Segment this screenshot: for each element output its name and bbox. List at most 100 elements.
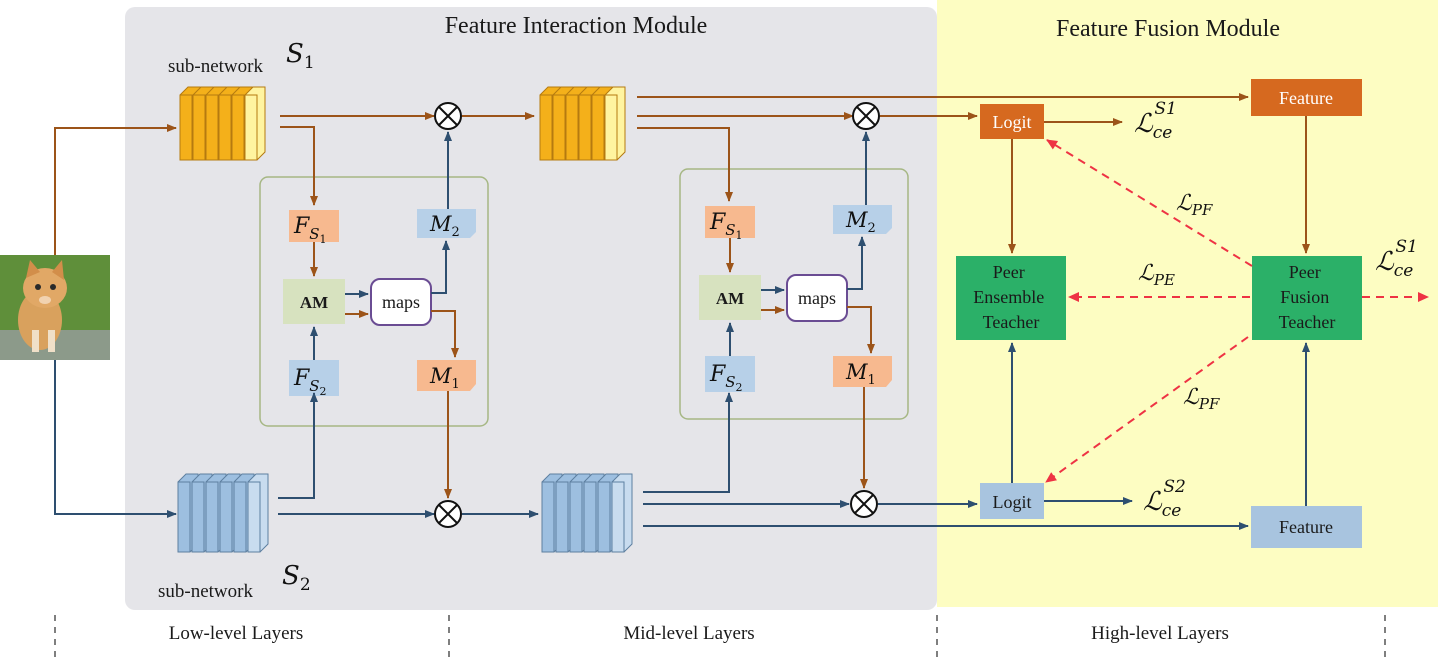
maps-label: maps: [798, 288, 836, 308]
layer-face: [541, 481, 555, 553]
maps-box: [786, 274, 848, 322]
layer-face: [205, 481, 219, 553]
layer-face: [218, 94, 232, 161]
am-box: [699, 275, 761, 320]
attention-frame-low: [259, 176, 489, 427]
attention-frame-mid: [679, 168, 909, 420]
m1-label: M1: [429, 364, 460, 392]
maps-label: maps: [382, 292, 420, 312]
dashed-arrow-icon: [1046, 139, 1253, 267]
m1-box: [833, 356, 892, 387]
f-s2-box: [289, 360, 339, 396]
peer-fusion-teacher-box: [1252, 256, 1362, 340]
s1-to-fs1-low: [280, 126, 318, 206]
low-level-label: Low-level Layers: [169, 623, 304, 644]
logit-bottom-label: Logit: [993, 492, 1032, 512]
layer-face: [179, 94, 193, 161]
layer-face: [192, 94, 206, 161]
subnet-s1-symbol: S1: [286, 39, 315, 73]
layer-face: [611, 481, 625, 553]
layer-face: [604, 94, 618, 161]
fusion-module-title: Feature Fusion Module: [1056, 16, 1280, 42]
am-label: AM: [716, 289, 744, 308]
f-s2-box: [705, 356, 755, 392]
am-box: [283, 279, 345, 324]
m2-box: [833, 205, 892, 234]
m1-box: [417, 360, 476, 391]
logit-bottom-box: [980, 483, 1044, 519]
layer-face: [591, 94, 605, 161]
subnet-s2-label: sub-network: [158, 581, 253, 602]
layer-face: [177, 481, 191, 553]
loss-pf-top: ℒPF: [1176, 191, 1213, 219]
layer-face: [233, 481, 247, 553]
mid-level-label: Mid-level Layers: [623, 623, 754, 644]
loss-ce-s1-top: ℒceS1: [1134, 99, 1177, 143]
subnet-s1-low-stack: [179, 86, 266, 161]
layer-face: [205, 94, 219, 161]
layer-face: [569, 481, 583, 553]
peer-ensemble-teacher-box: [956, 256, 1066, 340]
f-s2-label: FS2: [293, 366, 327, 398]
maps-to-m1-arrow: [847, 306, 875, 354]
subnet-s2-symbol: S2: [282, 561, 311, 595]
m2-box: [417, 209, 476, 238]
f-s2-label: FS2: [709, 362, 743, 394]
maps-to-m2-arrow: [847, 236, 866, 290]
feature-top-box: [1251, 79, 1362, 116]
f-s1-box: [705, 206, 755, 238]
f-s1-label: FS1: [293, 214, 327, 246]
m2-label: M2: [429, 212, 460, 240]
feature-top-label: Feature: [1279, 88, 1333, 108]
multiply-circle-icon: [852, 102, 880, 130]
mid-s2-to-fs2: [643, 392, 733, 493]
peer-ensemble-teacher-label: Peer Ensemble Teacher: [973, 262, 1048, 332]
logit-top-box: [980, 104, 1044, 139]
s2-to-fs2-low: [278, 392, 318, 499]
maps-to-m1-arrow: [431, 310, 459, 358]
layer-face: [539, 94, 553, 161]
m1-label: M1: [845, 360, 876, 388]
maps-box: [370, 278, 432, 326]
layer-face: [552, 94, 566, 161]
layer-face: [244, 94, 258, 161]
layer-face: [219, 481, 233, 553]
layer-face: [231, 94, 245, 161]
layer-face: [583, 481, 597, 553]
multiply-circle-icon: [434, 102, 462, 130]
multiply-circle-icon: [850, 490, 878, 518]
feature-bottom-box: [1251, 506, 1362, 548]
input-arrow-s1: [54, 124, 177, 255]
loss-ce-s1-right: ℒceS1: [1375, 237, 1418, 281]
loss-pe: ℒPE: [1138, 261, 1175, 289]
loss-ce-s2: ℒceS2: [1143, 477, 1186, 521]
subnet-s2-low-stack: [177, 473, 269, 553]
interaction-module-title: Feature Interaction Module: [445, 13, 708, 39]
loss-pf-bottom: ℒPF: [1183, 385, 1220, 413]
layer-face: [565, 94, 579, 161]
layer-face: [555, 481, 569, 553]
peer-fusion-teacher-label: Peer Fusion Teacher: [1279, 262, 1336, 332]
f-s1-label: FS1: [709, 210, 743, 242]
layer-face: [191, 481, 205, 553]
cat-photo: [0, 255, 110, 360]
multiply-circle-icon: [434, 500, 462, 528]
f-s1-box: [289, 210, 339, 242]
layer-face: [578, 94, 592, 161]
subnet-s2-mid-stack: [541, 473, 633, 553]
m2-label: M2: [845, 208, 876, 236]
mid-s1-to-fs1: [637, 127, 733, 202]
layer-face: [247, 481, 261, 553]
input-arrow-s2: [54, 360, 177, 518]
feature-bottom-label: Feature: [1279, 517, 1333, 537]
subnet-s1-label: sub-network: [168, 56, 263, 77]
logit-top-label: Logit: [993, 112, 1032, 132]
high-level-label: High-level Layers: [1091, 623, 1229, 644]
subnet-s1-mid-stack: [539, 86, 626, 161]
am-label: AM: [300, 293, 328, 312]
layer-face: [597, 481, 611, 553]
